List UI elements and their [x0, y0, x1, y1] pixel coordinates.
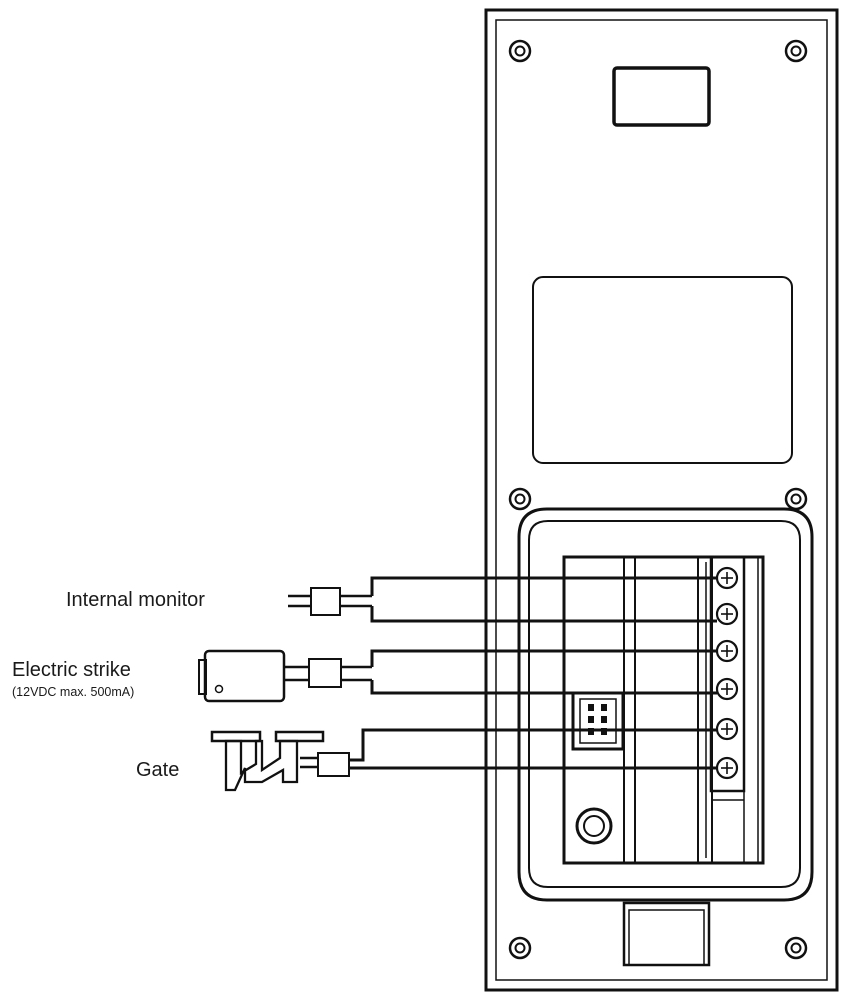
electric-strike-wire-joint	[308, 658, 342, 688]
electric-strike-spec-label: (12VDC max. 500mA)	[12, 685, 135, 699]
internal-monitor-label: Internal monitor	[66, 589, 205, 611]
screw-mid-right	[784, 487, 808, 511]
connector-socket	[571, 691, 625, 751]
terminal-screw-6	[715, 756, 739, 780]
terminal-screw-5	[715, 717, 739, 741]
electric-strike-device	[198, 649, 286, 703]
gate-wiring	[300, 728, 717, 777]
screw-top-left	[508, 39, 532, 63]
center-window	[532, 276, 793, 464]
gate-device	[210, 730, 325, 792]
terminal-screw-1	[715, 566, 739, 590]
screw-top-right	[784, 39, 808, 63]
gate-label: Gate	[136, 759, 180, 781]
bottom-tab	[622, 901, 711, 967]
mounting-screws	[508, 39, 808, 960]
electric-strike-label: Electric strike	[12, 659, 131, 681]
door-station-panel	[484, 8, 839, 992]
top-slot	[612, 66, 711, 127]
terminal-screw-2	[715, 602, 739, 626]
gate-wire-joint	[317, 752, 350, 777]
terminal-screw-4	[715, 677, 739, 701]
electric-strike-wiring	[284, 649, 717, 695]
terminal-recess	[517, 507, 814, 902]
board-hole	[575, 807, 613, 845]
terminal-board	[562, 555, 765, 865]
terminal-screw-3	[715, 639, 739, 663]
terminal-screws	[715, 566, 739, 780]
screw-mid-left	[508, 487, 532, 511]
screw-bottom-right	[784, 936, 808, 960]
internal-monitor-wire-joint	[310, 587, 341, 616]
screw-bottom-left	[508, 936, 532, 960]
internal-monitor-wiring	[288, 576, 717, 623]
